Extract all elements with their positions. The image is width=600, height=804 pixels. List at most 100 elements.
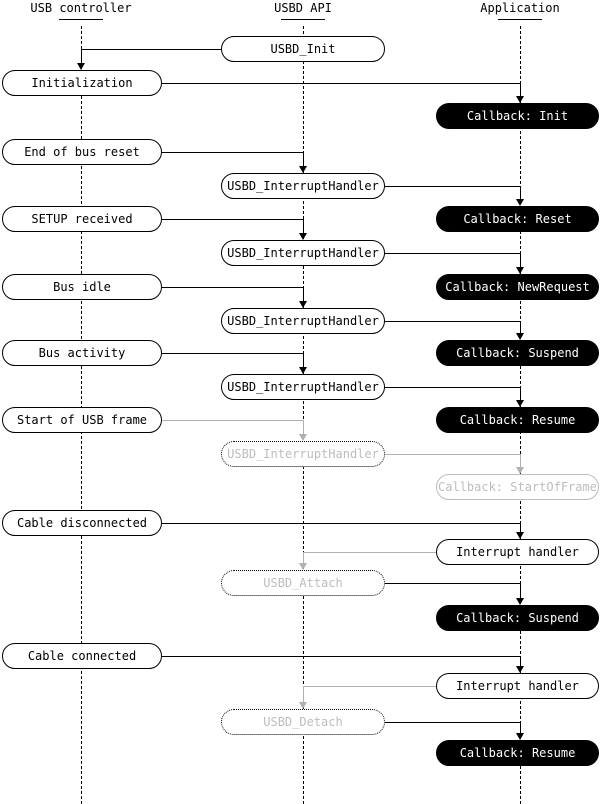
column-header-usb-controller: USB controller xyxy=(30,1,132,15)
node-label-n01: USBD_Init xyxy=(270,41,336,56)
node-label-n18: Callback: StartOfFrame xyxy=(438,479,597,494)
node-n19[interactable]: Cable disconnected xyxy=(2,510,162,536)
connector-h-12 xyxy=(385,454,520,455)
connector-h-9 xyxy=(162,353,303,354)
node-n23[interactable]: Cable connected xyxy=(2,643,162,669)
node-label-n21: USBD_Attach xyxy=(263,575,343,590)
lifeline-usbd-api xyxy=(303,26,304,804)
node-label-n10: Callback: NewRequest xyxy=(445,279,590,294)
connector-h-2 xyxy=(162,83,520,84)
arrowhead-14 xyxy=(299,563,307,570)
node-n18[interactable]: Callback: StartOfFrame xyxy=(436,474,599,500)
connector-h-11 xyxy=(162,420,303,421)
node-n08[interactable]: USBD_InterruptHandler xyxy=(221,240,385,266)
node-label-n13: Callback: Suspend xyxy=(456,345,579,360)
node-n03[interactable]: Callback: Init xyxy=(436,103,599,129)
node-n14[interactable]: USBD_InterruptHandler xyxy=(221,374,385,400)
node-label-n14: USBD_InterruptHandler xyxy=(227,379,379,394)
connector-v-5 xyxy=(303,219,304,233)
node-n13[interactable]: Callback: Suspend xyxy=(436,340,599,366)
node-n10[interactable]: Callback: NewRequest xyxy=(436,274,599,300)
node-n04[interactable]: End of bus reset xyxy=(2,139,162,165)
arrowhead-8 xyxy=(516,333,524,340)
node-n24[interactable]: Interrupt handler xyxy=(436,673,599,699)
node-n06[interactable]: SETUP received xyxy=(2,206,162,232)
node-label-n11: USBD_InterruptHandler xyxy=(227,313,379,328)
node-label-n20: Interrupt handler xyxy=(456,544,579,559)
column-underline-usb-controller xyxy=(59,19,103,20)
arrowhead-17 xyxy=(299,702,307,709)
arrowhead-16 xyxy=(516,666,524,673)
node-n11[interactable]: USBD_InterruptHandler xyxy=(221,308,385,334)
node-n17[interactable]: USBD_InterruptHandler xyxy=(221,441,385,467)
connector-h-3 xyxy=(162,152,303,153)
node-n02[interactable]: Initialization xyxy=(2,70,162,96)
connector-v-3 xyxy=(303,152,304,166)
column-header-usbd-api: USBD API xyxy=(274,1,332,15)
connector-v-8 xyxy=(520,321,521,333)
arrowhead-7 xyxy=(299,301,307,308)
connector-v-18 xyxy=(520,722,521,733)
connector-h-7 xyxy=(162,287,303,288)
arrowhead-12 xyxy=(516,467,524,474)
node-n16[interactable]: Callback: Resume xyxy=(436,407,599,433)
node-label-n15: Start of USB frame xyxy=(16,412,148,427)
node-n21[interactable]: USBD_Attach xyxy=(221,570,385,596)
column-underline-usbd-api xyxy=(281,19,325,20)
arrowhead-6 xyxy=(516,267,524,274)
column-underline-application xyxy=(498,19,542,20)
node-label-n24: Interrupt handler xyxy=(456,678,579,693)
connector-v-10 xyxy=(520,387,521,400)
arrowhead-4 xyxy=(516,199,524,206)
node-label-n19: Cable disconnected xyxy=(16,515,148,530)
connector-h-5 xyxy=(162,219,303,220)
connector-h-1 xyxy=(81,49,221,50)
node-n22[interactable]: Callback: Suspend xyxy=(436,605,599,631)
node-n07[interactable]: Callback: Reset xyxy=(436,206,599,232)
connector-h-13 xyxy=(162,523,520,524)
node-label-n02: Initialization xyxy=(31,75,133,90)
connector-v-16 xyxy=(520,656,521,666)
connector-v-15 xyxy=(520,583,521,598)
node-label-n04: End of bus reset xyxy=(24,144,140,159)
node-n05[interactable]: USBD_InterruptHandler xyxy=(221,173,385,199)
node-label-n16: Callback: Resume xyxy=(459,412,576,427)
node-label-n17: USBD_InterruptHandler xyxy=(227,446,379,461)
arrowhead-5 xyxy=(299,233,307,240)
connector-h-15 xyxy=(385,583,520,584)
arrowhead-13 xyxy=(516,532,524,539)
node-n09[interactable]: Bus idle xyxy=(2,274,162,300)
node-label-n12: Bus activity xyxy=(38,345,126,360)
node-label-n22: Callback: Suspend xyxy=(456,610,579,625)
connector-v-14 xyxy=(303,552,304,563)
connector-h-6 xyxy=(385,253,520,254)
connector-v-9 xyxy=(303,353,304,367)
node-label-n25: USBD_Detach xyxy=(263,714,343,729)
connector-v-1 xyxy=(81,49,82,63)
node-label-n06: SETUP received xyxy=(31,211,133,226)
connector-v-13 xyxy=(520,523,521,532)
arrowhead-18 xyxy=(516,733,524,740)
arrowhead-11 xyxy=(299,434,307,441)
node-n01[interactable]: USBD_Init xyxy=(221,36,385,62)
node-label-n09: Bus idle xyxy=(53,279,111,294)
node-n15[interactable]: Start of USB frame xyxy=(2,407,162,433)
arrowhead-9 xyxy=(299,367,307,374)
connector-h-8 xyxy=(385,321,520,322)
arrowhead-10 xyxy=(516,400,524,407)
column-header-application: Application xyxy=(480,1,560,15)
node-label-n03: Callback: Init xyxy=(466,108,569,123)
node-n12[interactable]: Bus activity xyxy=(2,340,162,366)
connector-h-17 xyxy=(303,686,436,687)
arrowhead-3 xyxy=(299,166,307,173)
connector-h-4 xyxy=(385,186,520,187)
node-n26[interactable]: Callback: Resume xyxy=(436,740,599,766)
node-label-n07: Callback: Reset xyxy=(463,211,572,226)
node-n25[interactable]: USBD_Detach xyxy=(221,709,385,735)
connector-v-11 xyxy=(303,420,304,434)
connector-h-14 xyxy=(303,552,436,553)
node-label-n26: Callback: Resume xyxy=(459,745,576,760)
connector-h-10 xyxy=(385,387,520,388)
node-n20[interactable]: Interrupt handler xyxy=(436,539,599,565)
